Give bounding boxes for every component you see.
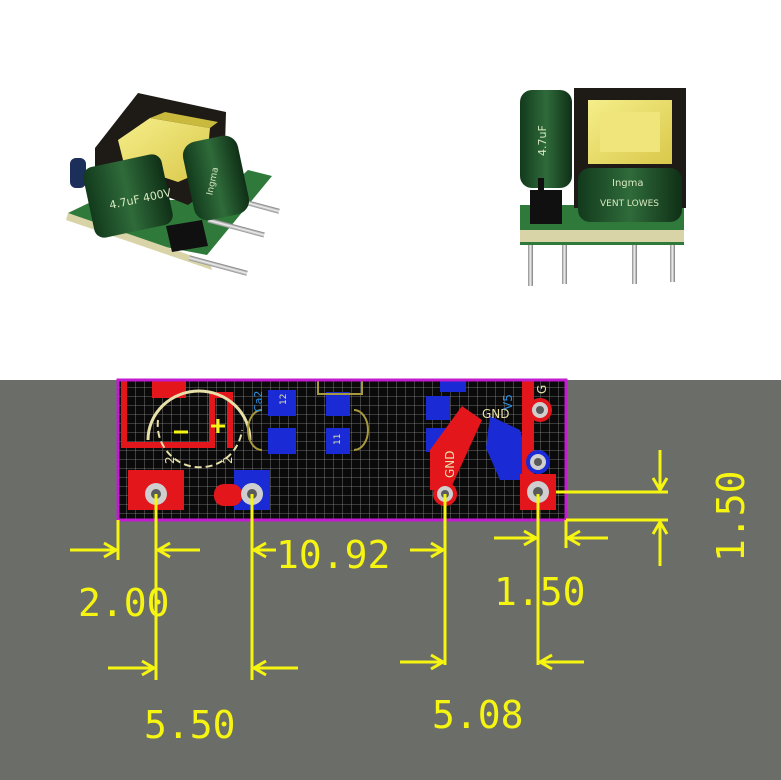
pad-left-number: 2 <box>163 456 177 464</box>
dim-150v-head-bottom <box>651 519 669 535</box>
dim-1092-head-left <box>251 541 267 559</box>
right-module-photo: 4.7uF Ingma VENT LOWES <box>520 88 686 286</box>
right-pin-2 <box>562 242 567 284</box>
dim-2-head-left <box>103 541 119 559</box>
dimension-labels: 2.00 10.92 1.50 1.50 5.50 5.08 <box>78 470 753 747</box>
silk-arc-b <box>353 409 369 451</box>
dim-label-1-50-horizontal: 1.50 <box>494 570 586 614</box>
right-ic-lead <box>538 178 544 192</box>
dim-150h-head-right <box>565 529 581 547</box>
right-pin-1 <box>528 242 533 286</box>
right-pin-4 <box>670 242 675 282</box>
blue-pad-7 <box>440 380 466 392</box>
dim-508-head-right <box>537 653 553 671</box>
dim-label-10-92: 10.92 <box>276 533 390 577</box>
dim-550-head-right <box>251 659 267 677</box>
blue-pad-3 <box>326 392 350 416</box>
dim-2-head-right <box>155 541 171 559</box>
pad-mid-drill <box>534 458 542 466</box>
right-horizontal-capacitor <box>578 168 682 222</box>
dim-label-2-00: 2.00 <box>78 581 170 625</box>
dim-label-1-50-vertical: 1.50 <box>709 470 753 562</box>
right-transformer-label: VENT LOWES <box>600 199 659 209</box>
dim-508-head-left <box>430 653 446 671</box>
blue-pad-5 <box>426 396 450 420</box>
right-electrolytic-capacitor <box>520 90 572 188</box>
dim-150h-head-left <box>523 529 539 547</box>
board-outline <box>116 378 568 522</box>
blue-pad-2 <box>268 428 296 454</box>
pad-top-drill <box>536 406 544 414</box>
right-pcb-edge <box>520 230 684 242</box>
right-brand-label: Ingma <box>612 178 644 189</box>
pad-right-square-drill <box>533 487 543 497</box>
right-core-inner <box>600 112 660 152</box>
silk-capacitor-outline <box>156 419 243 469</box>
copper-trace-left <box>121 380 233 448</box>
pad-right-number: 2 <box>221 456 235 464</box>
left-pin-3 <box>188 255 248 276</box>
left-small-capacitor <box>70 158 86 188</box>
dim-550-head-left <box>141 659 157 677</box>
right-capacitor-label: 4.7uF <box>536 125 549 156</box>
left-ic-chip <box>166 220 208 252</box>
silk-label-gnd-vertical: GND <box>443 450 457 478</box>
left-second-capacitor <box>182 135 250 221</box>
left-core-top <box>150 112 218 128</box>
right-pin-3 <box>632 242 637 284</box>
silk-label-g: G <box>535 385 549 394</box>
red-trace-gnd <box>430 406 482 490</box>
dim-150v-head-top <box>651 477 669 493</box>
silk-label-gnd-horizontal: GND <box>482 407 510 421</box>
silk-label-12: 12 <box>279 394 289 405</box>
silk-label-v5: V5 <box>501 394 515 410</box>
blue-pad-4 <box>326 428 350 454</box>
left-module-photo: 4.7uF 400V Ingma <box>66 93 280 276</box>
left-electrolytic-capacitor <box>83 154 173 238</box>
pad-right-red-stub <box>214 484 242 506</box>
right-ic-chip <box>530 190 562 224</box>
dimension-lines <box>70 450 669 680</box>
dim-1092-head-right <box>430 541 446 559</box>
blue-pad-1 <box>268 390 296 416</box>
silk-arc-a <box>247 409 263 451</box>
dim-label-5-08: 5.08 <box>432 693 524 737</box>
silk-label-ca2: Ca2 <box>252 391 265 412</box>
silk-label-11: 11 <box>333 434 343 445</box>
dim-label-5-50: 5.50 <box>144 703 236 747</box>
silk-capacitor-arc <box>146 389 252 441</box>
left-pin-1 <box>207 217 265 238</box>
copper-pad-top <box>152 380 186 398</box>
pcb-board: Ca2 12 11 GND GND V5 G 2 2 <box>116 378 568 522</box>
